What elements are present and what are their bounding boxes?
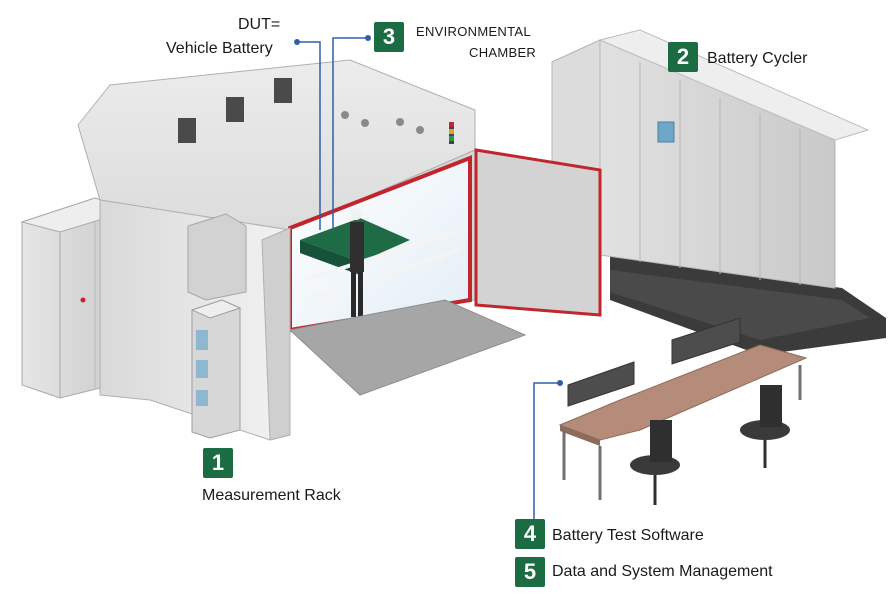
callout-badge-4: 4 xyxy=(515,519,545,549)
battery-cycler xyxy=(551,29,886,355)
leader-lines xyxy=(294,35,563,519)
dut-label-line2: Vehicle Battery xyxy=(166,40,273,57)
callout-badge-1: 1 xyxy=(203,448,233,478)
callout-label-1: Measurement Rack xyxy=(202,487,341,504)
callout-label-5: Data and System Management xyxy=(552,563,773,580)
environmental-chamber xyxy=(77,59,602,441)
callout-label-2: Battery Cycler xyxy=(707,50,808,67)
callout-label-3-line1: ENVIRONMENTAL xyxy=(416,24,531,39)
callout-label-3-line2: CHAMBER xyxy=(469,45,537,60)
callout-label-4: Battery Test Software xyxy=(552,527,704,544)
callout-badge-5: 5 xyxy=(515,557,545,587)
control-box xyxy=(187,213,247,301)
callout-badge-2: 2 xyxy=(668,42,698,72)
dut-label-line1: DUT= xyxy=(238,16,281,33)
measurement-rack xyxy=(190,299,242,439)
callout-badge-3: 3 xyxy=(374,22,404,52)
workstation-desks xyxy=(558,317,808,505)
